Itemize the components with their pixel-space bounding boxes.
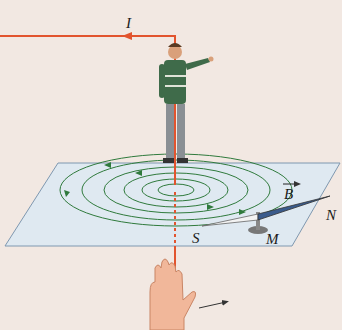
current-arrow <box>122 32 132 40</box>
wire <box>0 36 175 300</box>
pole-label: S <box>192 231 200 246</box>
field-label: B <box>284 187 293 202</box>
observer <box>159 43 214 163</box>
field-arrows <box>64 162 246 215</box>
vector-arrow <box>283 184 298 185</box>
needle-label: M <box>266 232 279 247</box>
compass <box>202 196 330 234</box>
pole-label: N <box>326 208 336 223</box>
right-hand <box>150 259 226 330</box>
plane <box>5 163 340 246</box>
current-label: I <box>126 16 131 31</box>
